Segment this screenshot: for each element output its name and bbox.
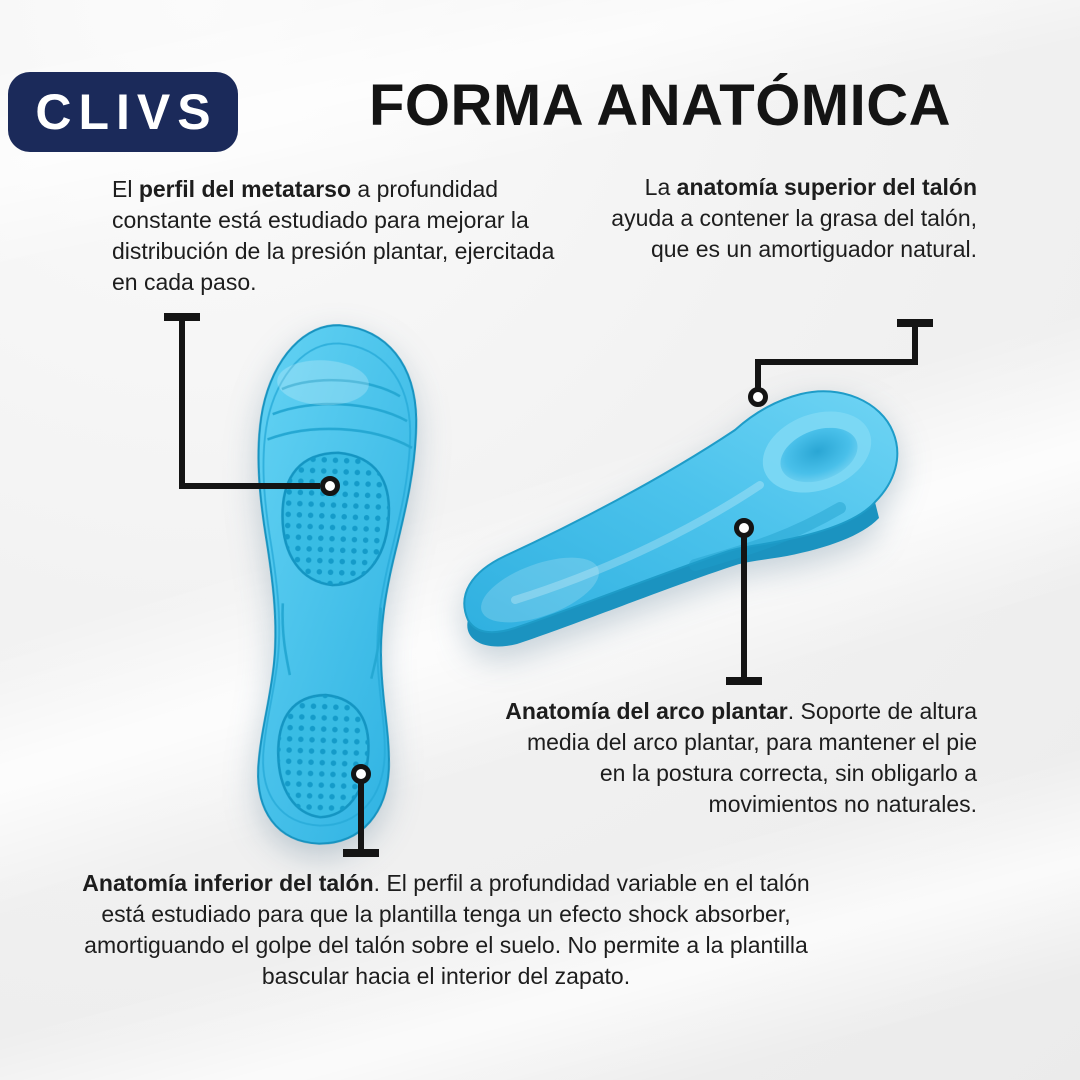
- annotation-arco-plantar-bold: Anatomía del arco plantar: [505, 698, 788, 724]
- annotation-metatarso: El perfil del metatarso a profundidad co…: [112, 174, 567, 298]
- annotation-talon-inferior-bold: Anatomía inferior del talón: [82, 870, 374, 896]
- brand-logo-text: CLIVS: [35, 84, 218, 140]
- annotation-talon-superior-prefix: La: [644, 174, 677, 200]
- annotation-metatarso-bold: perfil del metatarso: [138, 176, 352, 202]
- insole-side-view-drawing: [463, 390, 899, 647]
- annotation-talon-superior: La anatomía superior del talón ayuda a c…: [605, 172, 977, 265]
- page-title: FORMA ANATÓMICA: [368, 73, 952, 138]
- annotation-talon-superior-rest: ayuda a contener la grasa del talón, que…: [611, 205, 977, 262]
- insole-3d-side-view-illustration: [445, 360, 915, 660]
- insole-top-view-illustration: [201, 315, 459, 855]
- annotation-metatarso-prefix: El: [112, 176, 139, 202]
- insole-top-view-drawing: [257, 324, 418, 845]
- annotation-talon-superior-bold: anatomía superior del talón: [676, 174, 977, 200]
- annotation-arco-plantar: Anatomía del arco plantar. Soporte de al…: [497, 696, 977, 820]
- brand-logo: CLIVS: [8, 72, 238, 152]
- annotation-talon-inferior: Anatomía inferior del talón. El perfil a…: [82, 868, 810, 992]
